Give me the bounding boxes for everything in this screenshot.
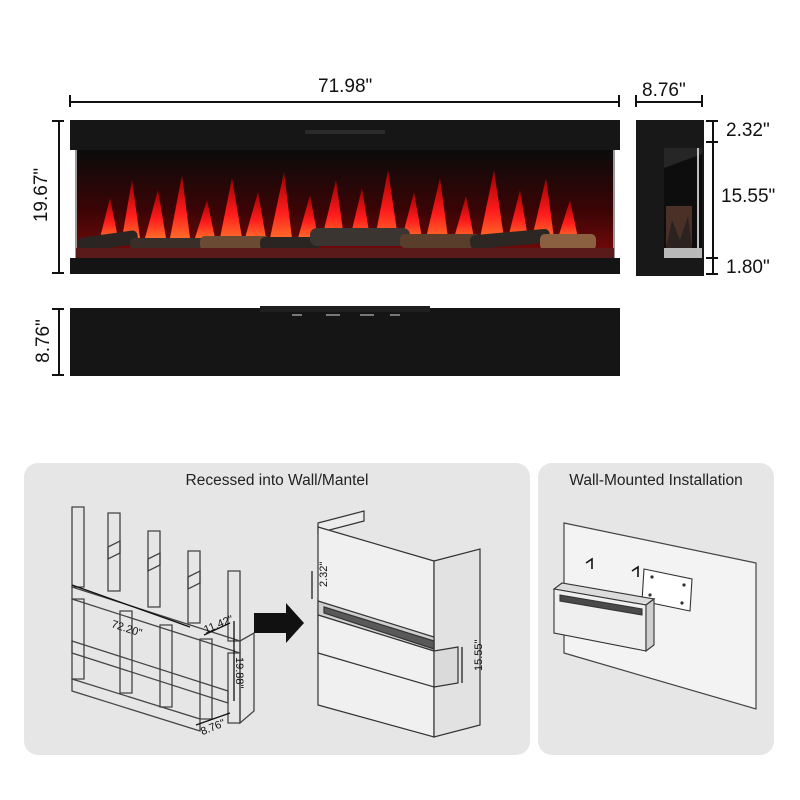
- trim-cap-1: [706, 120, 718, 122]
- height-dimension-line: [58, 120, 60, 273]
- frame-side-label: 11.42": [202, 614, 235, 637]
- wall-top-offset-label: 2.32": [318, 562, 330, 587]
- mount-arrow-icon-left: [585, 557, 593, 569]
- height-cap-bottom: [52, 272, 64, 274]
- height-cap-top: [52, 120, 64, 122]
- trim-dimension-line: [712, 120, 714, 274]
- top-depth-cap-top: [52, 308, 64, 310]
- viewing-height-label: 15.55": [721, 186, 776, 207]
- fireplace-unit: [552, 582, 656, 653]
- trim-cap-3: [706, 257, 718, 259]
- recessed-wall: [317, 510, 481, 738]
- framing-structure: [71, 506, 255, 732]
- fireplace-top-image: [70, 306, 620, 376]
- recessed-installation-illustration: 72.20" 11.42" 19.88" 8.76" 2.32" 15.55": [71, 506, 485, 738]
- depth-cap-left: [635, 95, 637, 107]
- mount-arrow-icon-right: [631, 565, 639, 577]
- frame-height-label: 19.88": [233, 657, 245, 689]
- depth-label: 8.76": [642, 80, 686, 101]
- depth-cap-right: [701, 95, 703, 107]
- width-cap-right: [618, 95, 620, 107]
- height-label: 19.67": [31, 167, 53, 223]
- logs: [77, 228, 596, 252]
- arrow-icon: [254, 603, 304, 643]
- depth-dimension-line: [636, 101, 702, 103]
- top-depth-dimension-line: [58, 308, 60, 375]
- top-depth-cap-bottom: [52, 374, 64, 376]
- width-label: 71.98": [318, 76, 373, 97]
- fireplace-side-image: [636, 120, 704, 276]
- wall-mount-illustration: [552, 522, 757, 710]
- frame-width-label: 72.20": [110, 618, 144, 639]
- bottom-trim-label: 1.80": [726, 257, 770, 278]
- wall-mount-panel-title: Wall-Mounted Installation: [569, 472, 743, 489]
- recessed-panel-title: Recessed into Wall/Mantel: [185, 472, 369, 489]
- wall-opening-height-label: 15.55": [473, 639, 485, 671]
- top-trim-label: 2.32": [726, 120, 770, 141]
- recessed-installation-panel: Recessed into Wall/Mantel 72.20" 11.42": [24, 463, 530, 755]
- width-dimension-line: [70, 101, 619, 103]
- width-cap-left: [69, 95, 71, 107]
- trim-cap-4: [706, 273, 718, 275]
- flames: [100, 170, 578, 238]
- frame-depth-label: 8.76": [199, 717, 227, 738]
- top-depth-label: 8.76": [32, 319, 54, 363]
- trim-cap-2: [706, 141, 718, 143]
- fireplace-front-image: [70, 120, 620, 274]
- wall-mount-installation-panel: Wall-Mounted Installation: [538, 463, 774, 755]
